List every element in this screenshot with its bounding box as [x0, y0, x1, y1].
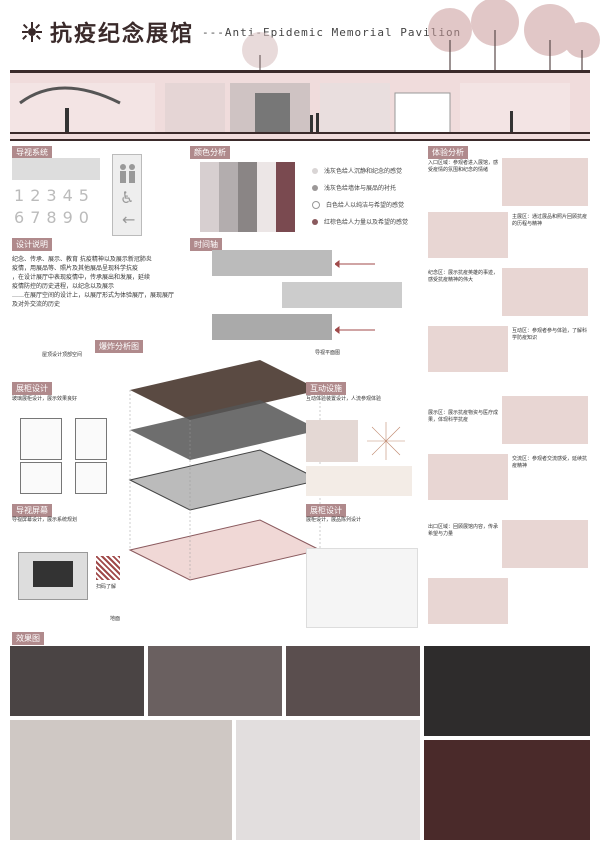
qr-code-icon[interactable] — [96, 556, 120, 580]
showcase-sketch — [75, 462, 107, 494]
guide-signpost — [112, 154, 142, 236]
section-timeline: 时间轴 — [190, 238, 222, 251]
render-photo — [10, 720, 232, 840]
swatch — [257, 162, 276, 232]
showcase-caption: 玻璃展柜设计，展示效果良好 — [12, 396, 78, 402]
title-logo-icon — [22, 22, 42, 42]
section-showcase: 展柜设计 — [12, 382, 52, 395]
guide-number: 9 — [62, 208, 73, 227]
swatch — [276, 162, 295, 232]
section-experience: 体验分析 — [428, 146, 468, 159]
title-chinese: 抗疫纪念展馆 — [50, 22, 195, 47]
guide-sign-board — [12, 158, 100, 180]
section-design: 设计说明 — [12, 238, 52, 251]
experience-note: 交流区：参观者交流感受，延续抗疫精神 — [512, 456, 588, 469]
guide-number: 3 — [46, 186, 57, 205]
guide-number: 6 — [14, 208, 25, 227]
showcase-sketch — [20, 418, 62, 460]
experience-note: 互动区：参观者参与体验，了解科学防疫知识 — [512, 328, 588, 341]
exploded-axonometric — [128, 360, 322, 581]
section-cabinet: 展柜设计 — [306, 504, 346, 517]
swatch — [200, 162, 219, 232]
experience-diagram — [428, 578, 508, 624]
design-text: 纪念、传承、展示、教育 抗疫精神以及展示新冠肺炎 疫情，用展品等、照片及其他展品… — [12, 256, 175, 308]
guide-numbers-row-1: 1 2 3 4 5 — [14, 186, 89, 205]
facade-section — [10, 70, 590, 141]
swatch — [238, 162, 257, 232]
guide-screen — [18, 552, 88, 600]
section-interactive: 互动设施 — [306, 382, 346, 395]
guide-number: 5 — [78, 186, 89, 205]
interactive-sunburst — [360, 420, 412, 462]
cabinet-caption: 展柜设计，展品陈列设计 — [306, 517, 362, 523]
tree-illustration — [428, 0, 600, 75]
experience-diagram — [502, 158, 588, 206]
layer-label-roof: 屋顶设计顶部空间 — [42, 352, 83, 358]
section-effect: 效果图 — [12, 632, 44, 645]
color-item: 浅灰色给人沉静和纪念的感觉 — [312, 166, 402, 175]
experience-diagram — [428, 212, 508, 258]
experience-note: 展示区：展示抗疫物资与医疗成果，体现科学抗疫 — [428, 410, 499, 423]
timeline-strip-3 — [212, 314, 332, 340]
guide-number: 8 — [46, 208, 57, 227]
color-item: 红棕色给人力量以及希望的感觉 — [312, 217, 408, 226]
render-photo — [424, 740, 590, 840]
experience-diagram — [502, 396, 588, 444]
color-item: 浅灰色给墙体与展品的衬托 — [312, 183, 396, 192]
section-layers: 爆炸分析图 — [95, 340, 143, 353]
color-swatches — [200, 162, 295, 232]
wheelchair-icon: ♿ — [120, 188, 135, 207]
experience-diagram — [428, 326, 508, 372]
experience-note: 入口区域：参观者进入展馆，感受疫情的氛围和纪念的情绪 — [428, 160, 499, 173]
render-photo — [236, 720, 420, 840]
showcase-sketch — [75, 418, 107, 460]
experience-note: 出口区域：回顾展馆内容，传承希望与力量 — [428, 524, 499, 537]
render-photo — [10, 646, 144, 716]
qr-label: 扫码了解 — [96, 584, 117, 590]
guide-number: 2 — [30, 186, 41, 205]
render-photo — [424, 646, 590, 736]
screen-caption: 导视屏幕设计，展示系统规划 — [12, 517, 78, 523]
cabinet-drawings — [306, 548, 418, 628]
interactive-tree-models — [306, 466, 412, 496]
render-photo — [286, 646, 420, 716]
showcase-sketch — [20, 462, 62, 494]
interactive-photo — [306, 420, 358, 462]
render-photo — [148, 646, 282, 716]
guide-panel: 1 2 3 4 5 6 7 8 9 0 ♿ ← — [12, 154, 177, 236]
timeline-strip-1 — [212, 250, 332, 276]
layer-label-floor: 导视平面图 — [315, 350, 341, 356]
layer-label-ground: 地面 — [110, 616, 121, 622]
guide-number: 7 — [30, 208, 41, 227]
experience-diagram — [502, 520, 588, 568]
experience-diagram — [502, 268, 588, 316]
experience-diagram — [428, 454, 508, 500]
color-item: 白色给人以纯洁与希望的感觉 — [312, 200, 404, 209]
guide-number: 0 — [78, 208, 89, 227]
guide-numbers-row-2: 6 7 8 9 0 — [14, 208, 89, 227]
experience-note: 纪念区：展示抗疫英雄的事迹，感受抗疫精神的伟大 — [428, 270, 499, 283]
section-guide: 导视系统 — [12, 146, 52, 159]
swatch — [219, 162, 238, 232]
timeline-arrows — [335, 260, 375, 334]
arrow-left-icon: ← — [122, 210, 136, 229]
timeline-strip-2 — [282, 282, 402, 308]
section-color: 颜色分析 — [190, 146, 230, 159]
guide-number: 1 — [14, 186, 25, 205]
guide-number: 4 — [62, 186, 73, 205]
section-screen: 导视屏幕 — [12, 504, 52, 517]
interactive-caption: 互动体验装置设计，人流参观体验 — [306, 396, 382, 402]
experience-note: 主展区：通过展品和照片回顾抗疫的历程与精神 — [512, 214, 588, 227]
